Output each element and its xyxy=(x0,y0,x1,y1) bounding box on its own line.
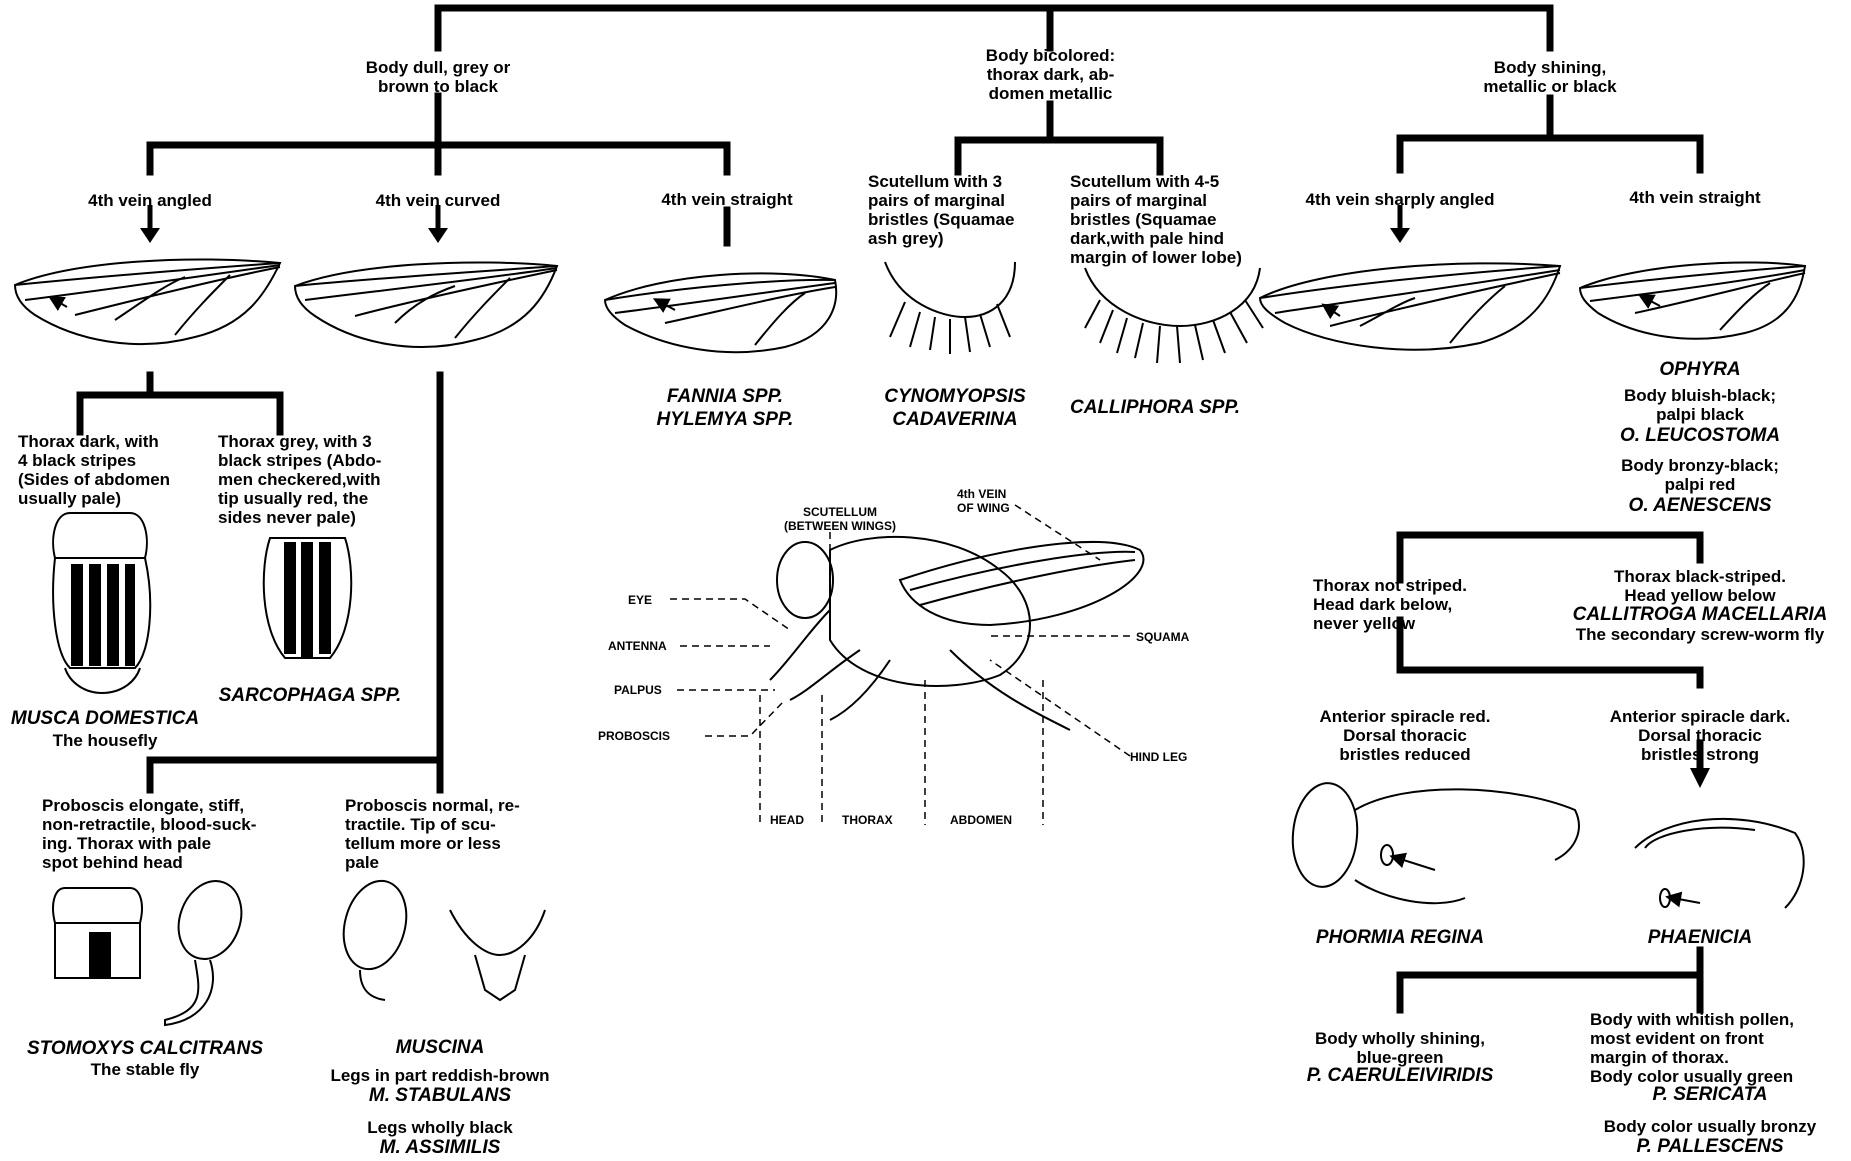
anatomy-antenna: ANTENNA xyxy=(608,639,667,653)
species-o-leucostoma: O. LEUCOSTOMA xyxy=(1590,424,1810,447)
ophyra-bluish: Body bluish-black; palpi black xyxy=(1600,386,1800,424)
phaenicia-wholly-shining: Body wholly shining, blue-green xyxy=(1290,1029,1510,1067)
branch-bicolored: Body bicolored: thorax dark, ab- domen m… xyxy=(958,46,1143,103)
ophyra-bronzy: Body bronzy-black; palpi red xyxy=(1600,456,1800,494)
thorax-not-striped: Thorax not striped. Head dark below, nev… xyxy=(1313,576,1513,633)
phaenicia-pollen: Body with whitish pollen, most evident o… xyxy=(1590,1010,1830,1086)
anatomy-palpus: PALPUS xyxy=(614,683,662,697)
thorax-dark-stripes: Thorax dark, with 4 black stripes (Sides… xyxy=(18,432,208,508)
vein-curved: 4th vein curved xyxy=(348,191,528,210)
anatomy-eye: EYE xyxy=(628,593,652,607)
species-m-assimilis: M. ASSIMILIS xyxy=(300,1136,580,1159)
muscina-legs-black: Legs wholly black xyxy=(300,1118,580,1137)
species-p-caeruleiviridis: P. CAERULEIVIRIDIS xyxy=(1280,1064,1520,1087)
species-stomoxys: STOMOXYS CALCITRANS xyxy=(20,1037,270,1060)
scutellum-three-pairs: Scutellum with 3 pairs of marginal brist… xyxy=(868,172,1048,248)
species-muscina: MUSCINA xyxy=(340,1036,540,1059)
species-ophyra: OPHYRA xyxy=(1610,358,1790,381)
muscina-legs-reddish: Legs in part reddish-brown xyxy=(300,1066,580,1085)
species-p-pallescens: P. PALLESCENS xyxy=(1575,1135,1845,1158)
species-sarcophaga: SARCOPHAGA SPP. xyxy=(200,684,420,707)
species-phormia-regina: PHORMIA REGINA xyxy=(1280,926,1520,949)
species-cynomyopsis: CYNOMYOPSIS CADAVERINA xyxy=(860,385,1050,431)
scutellum-four-five-pairs: Scutellum with 4-5 pairs of marginal bri… xyxy=(1070,172,1260,267)
proboscis-normal: Proboscis normal, re- tractile. Tip of s… xyxy=(345,796,545,872)
phaenicia-bronzy: Body color usually bronzy xyxy=(1575,1117,1845,1136)
anatomy-squama: SQUAMA xyxy=(1136,630,1189,644)
thorax-grey-stripes: Thorax grey, with 3 black stripes (Abdo-… xyxy=(218,432,408,527)
anatomy-4th-vein: 4th VEIN OF WING xyxy=(957,487,1037,515)
common-screw-worm: The secondary screw-worm fly xyxy=(1555,625,1845,644)
common-housefly: The housefly xyxy=(5,731,205,750)
anatomy-head: HEAD xyxy=(770,813,804,827)
common-stable-fly: The stable fly xyxy=(20,1060,270,1079)
anatomy-thorax: THORAX xyxy=(842,813,893,827)
thorax-black-striped: Thorax black-striped. Head yellow below xyxy=(1580,567,1820,605)
vein-straight-shining: 4th vein straight xyxy=(1605,188,1785,207)
wing-illustrations xyxy=(15,259,1805,1025)
branch-dull: Body dull, grey or brown to black xyxy=(348,58,528,96)
fly-anatomy-illustration xyxy=(770,537,1143,730)
species-m-stabulans: M. STABULANS xyxy=(300,1084,580,1107)
vein-straight-dull: 4th vein straight xyxy=(637,190,817,209)
anatomy-proboscis: PROBOSCIS xyxy=(598,729,670,743)
species-o-aenescens: O. AENESCENS xyxy=(1590,494,1810,517)
species-calliphora: CALLIPHORA SPP. xyxy=(1055,396,1255,419)
vein-sharply-angled: 4th vein sharply angled xyxy=(1280,190,1520,209)
anatomy-scutellum: SCUTELLUM (BETWEEN WINGS) xyxy=(760,505,920,533)
species-phaenicia: PHAENICIA xyxy=(1600,926,1800,949)
species-musca-domestica: MUSCA DOMESTICA xyxy=(5,707,205,730)
spiracle-dark: Anterior spiracle dark. Dorsal thoracic … xyxy=(1590,707,1810,764)
proboscis-elongate: Proboscis elongate, stiff, non-retractil… xyxy=(42,796,272,872)
species-fannia-hylemya: FANNIA SPP. HYLEMYA SPP. xyxy=(630,385,820,431)
spiracle-red: Anterior spiracle red. Dorsal thoracic b… xyxy=(1290,707,1520,764)
species-callitroga: CALLITROGA MACELLARIA xyxy=(1555,603,1845,626)
anatomy-abdomen: ABDOMEN xyxy=(950,813,1012,827)
vein-angled: 4th vein angled xyxy=(60,191,240,210)
branch-shining: Body shining, metallic or black xyxy=(1460,58,1640,96)
anatomy-hind-leg: HIND LEG xyxy=(1130,750,1187,764)
species-p-sericata: P. SERICATA xyxy=(1590,1083,1830,1106)
